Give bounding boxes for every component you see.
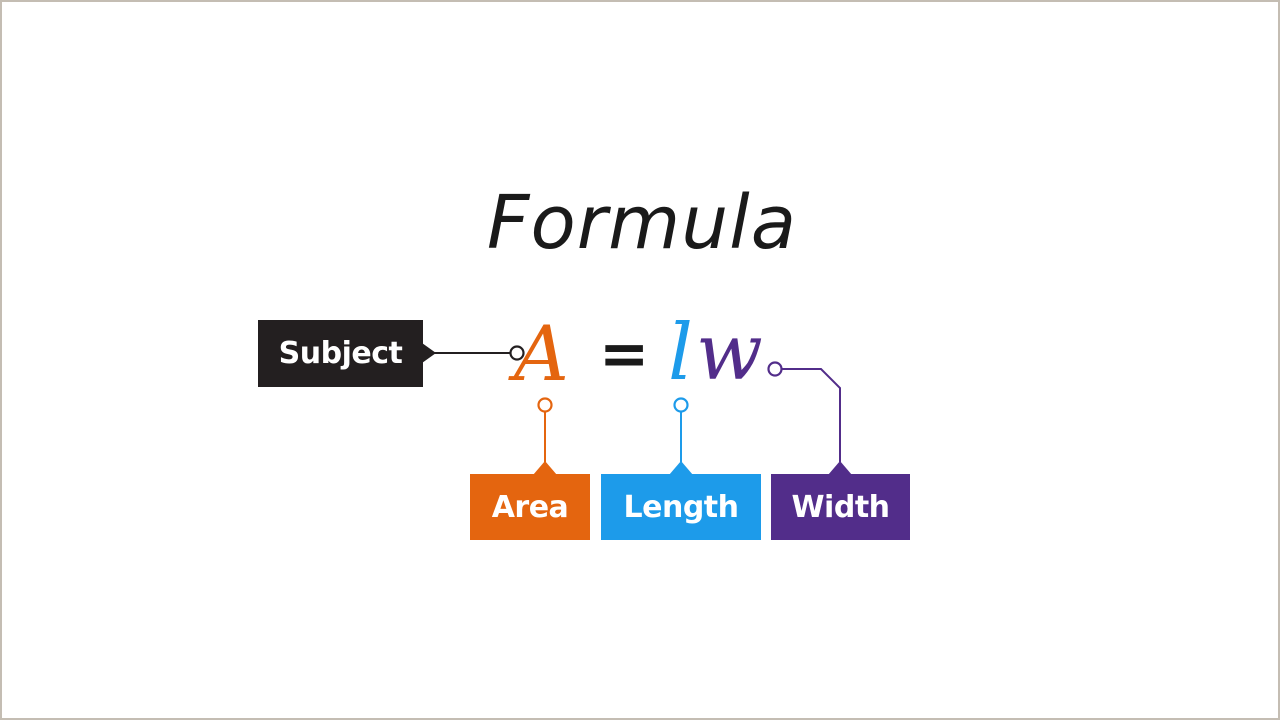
equals-sign: = xyxy=(599,319,650,389)
length-label: Length xyxy=(601,474,761,540)
subject-arrow-icon xyxy=(422,343,436,363)
symbol-a: A xyxy=(514,309,569,398)
subject-label-text: Subject xyxy=(278,336,403,371)
subject-label: Subject xyxy=(258,320,423,387)
area-label: Area xyxy=(470,474,590,540)
symbol-w: w xyxy=(696,308,763,398)
diagram-title: Formula xyxy=(486,180,798,266)
width-label: Width xyxy=(771,474,910,540)
area-label-text: Area xyxy=(491,489,569,525)
width-label-text: Width xyxy=(791,489,890,525)
symbol-l: l xyxy=(668,308,693,398)
length-label-text: Length xyxy=(623,489,740,525)
